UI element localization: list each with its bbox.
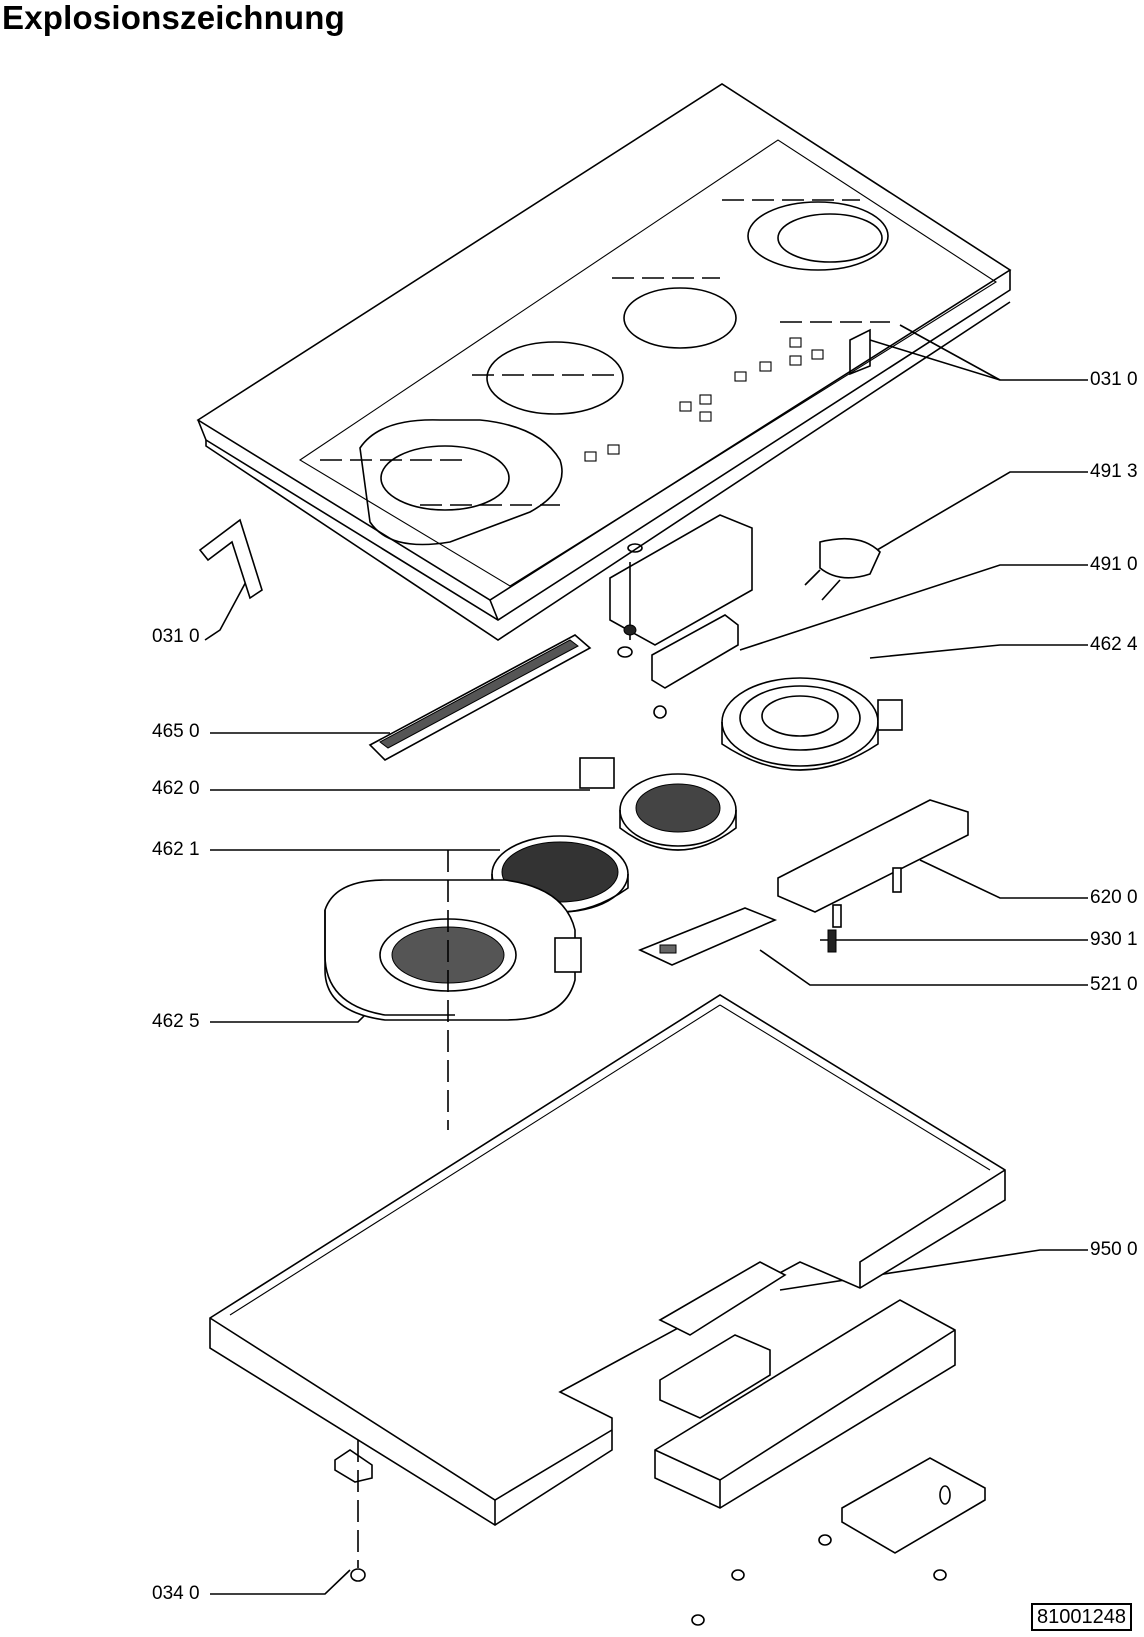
cable-clamp [804,537,881,601]
callout-465-0: 465 0 [152,721,200,742]
heating-element-4620 [579,757,737,851]
callout-620-0: 620 0 [1090,887,1138,908]
callout-930-1: 930 1 [1090,929,1138,950]
heating-strip [368,634,592,761]
screws [691,1534,947,1626]
glass-cooktop [196,83,1012,641]
control-board [777,799,969,953]
electronics-box [654,1299,956,1509]
control-panel-keys [584,337,824,462]
document-id-box: 81001248 [1031,1603,1132,1631]
callout-462-0: 462 0 [152,778,200,799]
callout-491-0: 491 0 [1090,554,1138,575]
heating-element-4624 [721,677,903,771]
callout-521-0: 521 0 [1090,974,1138,995]
callout-034-0: 034 0 [152,1583,200,1604]
side-trim-profile [198,518,263,600]
callout-462-5: 462 5 [152,1011,200,1032]
callout-462-4: 462 4 [1090,634,1138,655]
leader-lines [204,324,1088,1595]
callout-031-0-right: 031 0 [1090,369,1138,390]
mounting-bracket [609,514,753,719]
callout-462-1: 462 1 [152,839,200,860]
sensor-board [637,907,778,966]
callout-031-0-left: 031 0 [152,626,200,647]
foot-clip [334,1440,373,1582]
callout-950-0: 950 0 [1090,1239,1138,1260]
bottom-tray [209,994,1006,1526]
callout-491-3: 491 3 [1090,461,1138,482]
fan-housing [658,1261,787,1419]
terminal-block [651,614,739,689]
cover-plate [841,1457,986,1554]
heating-element-4625 [324,850,582,1130]
page-title: Explosionszeichnung [2,0,346,36]
